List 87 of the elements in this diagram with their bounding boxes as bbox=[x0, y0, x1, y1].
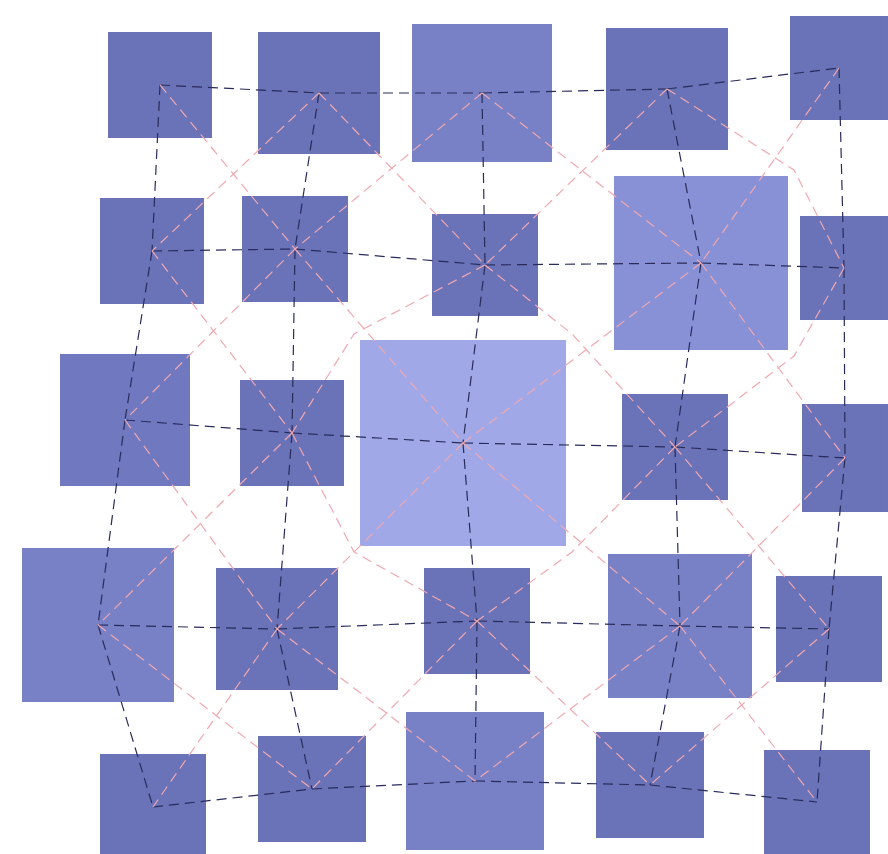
connector-line bbox=[679, 625, 818, 803]
square bbox=[764, 750, 870, 854]
square bbox=[424, 568, 530, 674]
connector-line bbox=[291, 248, 296, 434]
square bbox=[100, 198, 204, 304]
connector-line bbox=[124, 419, 278, 630]
connector-line bbox=[700, 67, 840, 264]
square bbox=[258, 736, 366, 842]
connector-line bbox=[97, 432, 293, 626]
square bbox=[60, 354, 190, 486]
square bbox=[608, 554, 752, 698]
connector-line bbox=[649, 784, 818, 803]
connector-line bbox=[666, 67, 840, 90]
square bbox=[258, 32, 380, 154]
connector-line bbox=[124, 248, 296, 421]
connector-line bbox=[674, 446, 681, 627]
connector-line bbox=[294, 92, 320, 250]
connector-line bbox=[843, 267, 846, 459]
connector-line bbox=[816, 628, 830, 803]
square bbox=[406, 712, 544, 850]
connector-line bbox=[276, 442, 464, 630]
connector-line bbox=[276, 628, 476, 782]
connector-line bbox=[474, 625, 681, 782]
square bbox=[242, 196, 348, 302]
square bbox=[240, 380, 344, 486]
connector-line bbox=[294, 248, 464, 444]
connector-line bbox=[276, 620, 478, 630]
connector-line bbox=[291, 264, 486, 434]
square bbox=[432, 214, 538, 316]
connector-line bbox=[481, 88, 668, 94]
square bbox=[360, 340, 566, 546]
connector-line bbox=[649, 628, 830, 786]
connector-line bbox=[276, 628, 313, 790]
connector-line bbox=[481, 92, 486, 266]
connector-line bbox=[476, 620, 651, 786]
connector-line bbox=[674, 446, 846, 459]
square bbox=[802, 404, 888, 512]
square bbox=[412, 24, 552, 162]
connector-line bbox=[276, 432, 293, 630]
connector-line bbox=[291, 432, 478, 622]
connector-line bbox=[291, 432, 464, 444]
connector-line bbox=[97, 624, 313, 790]
connector-line bbox=[124, 419, 293, 434]
connector-line bbox=[484, 88, 668, 266]
connector-line bbox=[151, 250, 293, 434]
connector-line bbox=[294, 92, 483, 250]
connector-line bbox=[151, 92, 320, 252]
square bbox=[800, 216, 888, 320]
connector-line bbox=[674, 262, 702, 448]
connector-line bbox=[666, 88, 845, 269]
square bbox=[776, 576, 882, 682]
connector-line bbox=[462, 442, 478, 622]
square bbox=[606, 28, 728, 150]
connector-line bbox=[679, 457, 846, 627]
connector-line bbox=[679, 625, 830, 630]
connector-line bbox=[318, 92, 483, 94]
connector-line bbox=[318, 92, 486, 266]
connector-line bbox=[97, 624, 278, 630]
square bbox=[790, 16, 888, 120]
connector-line bbox=[674, 267, 845, 448]
connector-line bbox=[124, 250, 153, 421]
connector-line bbox=[97, 624, 154, 808]
square bbox=[596, 732, 704, 838]
square bbox=[108, 32, 212, 138]
connector-line bbox=[838, 67, 845, 269]
connector-line bbox=[476, 620, 681, 627]
connector-line bbox=[674, 446, 830, 630]
square bbox=[622, 394, 728, 500]
connector-line bbox=[481, 92, 702, 264]
connector-line bbox=[462, 442, 676, 448]
connector-line bbox=[159, 84, 296, 250]
connector-line bbox=[152, 628, 278, 808]
connector-line bbox=[294, 248, 486, 266]
connector-line bbox=[649, 625, 681, 786]
square bbox=[22, 548, 174, 702]
connector-line bbox=[462, 262, 702, 444]
connector-line bbox=[311, 780, 476, 790]
connector-line bbox=[462, 264, 486, 444]
square bbox=[216, 568, 338, 690]
connector-line bbox=[828, 457, 846, 630]
connector-line bbox=[666, 88, 702, 264]
square bbox=[614, 176, 788, 350]
connector-line bbox=[700, 262, 846, 459]
connector-line bbox=[151, 84, 161, 252]
connector-line bbox=[484, 262, 702, 266]
connector-line bbox=[484, 264, 676, 448]
connector-line bbox=[311, 620, 478, 790]
